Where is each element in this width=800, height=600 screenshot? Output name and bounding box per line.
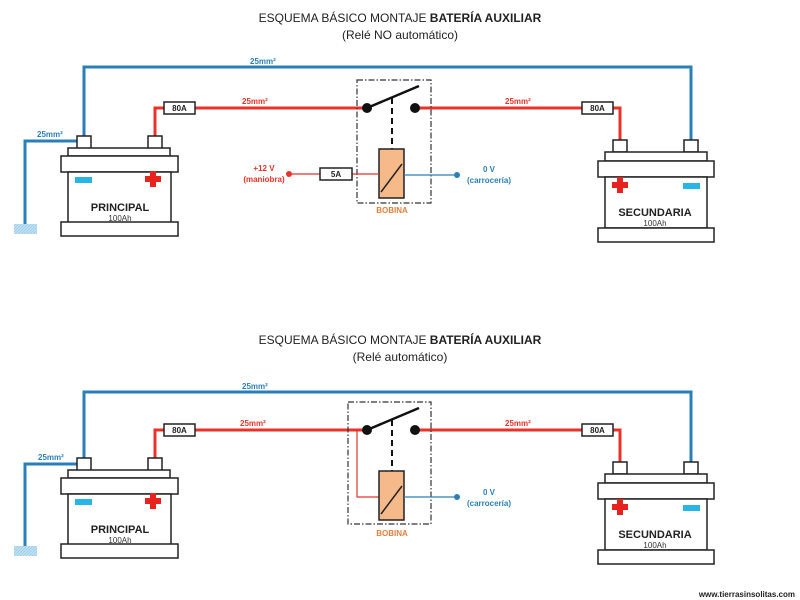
negative-terminal bbox=[76, 135, 92, 150]
ground-voltage-label: 0 V bbox=[483, 488, 496, 497]
negative-cable-top bbox=[82, 390, 693, 466]
minus-icon bbox=[683, 505, 700, 511]
relay: BOBINA bbox=[356, 79, 432, 215]
negative-cable-top bbox=[82, 65, 693, 144]
diagram-title: ESQUEMA BÁSICO MONTAJE BATERÍA AUXILIAR bbox=[259, 10, 542, 25]
coil-label: BOBINA bbox=[376, 529, 408, 538]
relay-enclosure bbox=[356, 79, 432, 204]
cable-label-right: 25mm² bbox=[505, 97, 531, 106]
svg-text:80A: 80A bbox=[172, 426, 187, 435]
battery-secundaria: SECUNDARIA 100Ah bbox=[597, 139, 715, 243]
positive-cable-right bbox=[415, 106, 622, 142]
battery-secundaria: SECUNDARIA 100Ah bbox=[597, 461, 715, 565]
battery-name: PRINCIPAL bbox=[91, 524, 150, 536]
minus-icon bbox=[75, 499, 92, 505]
plus-icon bbox=[145, 171, 161, 187]
cable-label-right: 25mm² bbox=[505, 419, 531, 428]
positive-cable-left bbox=[153, 106, 367, 138]
negative-terminal bbox=[683, 139, 699, 153]
battery-capacity: 100Ah bbox=[643, 219, 666, 228]
fuse-right: 80A bbox=[581, 101, 614, 115]
relay-contact-right bbox=[410, 103, 420, 113]
cable-label-top: 25mm² bbox=[242, 382, 268, 391]
cable-label-left: 25mm² bbox=[240, 419, 266, 428]
relay-enclosure bbox=[347, 401, 432, 525]
ground-symbol bbox=[14, 546, 37, 556]
diagram-manual-relay: ESQUEMA BÁSICO MONTAJE BATERÍA AUXILIAR … bbox=[14, 10, 715, 243]
fuse-right: 80A bbox=[581, 423, 614, 437]
relay-switch-arm bbox=[366, 84, 420, 110]
control-positive-terminal bbox=[286, 171, 292, 177]
ground-voltage-sublabel: (carrocería) bbox=[467, 499, 511, 508]
relay: BOBINA bbox=[347, 401, 432, 538]
relay-switch-arm bbox=[366, 406, 420, 432]
coil-label: BOBINA bbox=[376, 206, 408, 215]
battery-name: SECUNDARIA bbox=[618, 529, 691, 541]
positive-terminal bbox=[147, 457, 163, 472]
battery-principal: PRINCIPAL 100Ah bbox=[60, 457, 179, 559]
positive-terminal bbox=[612, 461, 628, 475]
negative-terminal bbox=[76, 457, 92, 472]
battery-name: PRINCIPAL bbox=[91, 202, 150, 214]
battery-capacity: 100Ah bbox=[108, 536, 131, 545]
plus-icon bbox=[612, 177, 628, 193]
relay-contact-left bbox=[362, 425, 372, 435]
svg-text:80A: 80A bbox=[590, 426, 605, 435]
minus-icon bbox=[683, 183, 700, 189]
plus-icon bbox=[145, 493, 161, 509]
cable-label-left: 25mm² bbox=[242, 97, 268, 106]
relay-contact-left bbox=[362, 103, 372, 113]
ground-voltage-label: 0 V bbox=[483, 165, 496, 174]
cable-label-ground: 25mm² bbox=[37, 130, 63, 139]
relay-contact-right bbox=[410, 425, 420, 435]
fuse-left: 80A bbox=[163, 101, 196, 115]
cable-label-ground: 25mm² bbox=[38, 453, 64, 462]
battery-capacity: 100Ah bbox=[643, 541, 666, 550]
coil-ground-terminal bbox=[454, 494, 460, 500]
coil-ground-terminal bbox=[454, 172, 460, 178]
positive-cable-left bbox=[153, 428, 367, 460]
ground-cable bbox=[23, 139, 80, 225]
ground-symbol bbox=[14, 224, 37, 234]
battery-capacity: 100Ah bbox=[108, 214, 131, 223]
battery-name: SECUNDARIA bbox=[618, 207, 691, 219]
diagram-automatic-relay: ESQUEMA BÁSICO MONTAJE BATERÍA AUXILIAR … bbox=[14, 332, 715, 565]
diagram-subtitle: (Relé NO automático) bbox=[342, 28, 458, 42]
diagram-subtitle: (Relé automático) bbox=[353, 350, 448, 364]
footer-website: www.tierrasinsolitas.com bbox=[698, 590, 795, 599]
control-fuse: 5A bbox=[319, 167, 353, 181]
relay-coil-feed-wire bbox=[356, 430, 379, 498]
positive-terminal bbox=[147, 135, 163, 150]
ground-voltage-sublabel: (carrocería) bbox=[467, 176, 511, 185]
svg-text:80A: 80A bbox=[590, 104, 605, 113]
control-voltage-label: +12 V bbox=[253, 164, 275, 173]
diagram-title: ESQUEMA BÁSICO MONTAJE BATERÍA AUXILIAR bbox=[259, 332, 542, 347]
positive-terminal bbox=[612, 139, 628, 153]
svg-text:80A: 80A bbox=[172, 104, 187, 113]
positive-cable-right bbox=[415, 428, 622, 464]
ground-cable bbox=[23, 462, 80, 547]
svg-text:5A: 5A bbox=[331, 170, 341, 179]
minus-icon bbox=[75, 177, 92, 183]
fuse-left: 80A bbox=[163, 423, 196, 437]
negative-terminal bbox=[683, 461, 699, 475]
control-voltage-sublabel: (maniobra) bbox=[243, 175, 285, 184]
plus-icon bbox=[612, 499, 628, 515]
cable-label-top: 25mm² bbox=[250, 57, 276, 66]
battery-principal: PRINCIPAL 100Ah bbox=[60, 135, 179, 237]
